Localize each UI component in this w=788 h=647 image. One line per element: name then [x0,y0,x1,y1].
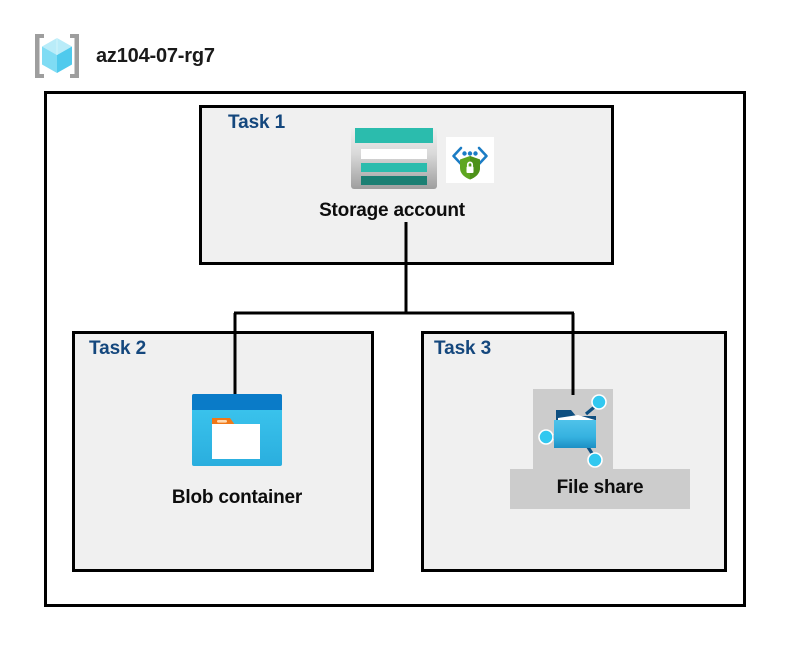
task-2-label: Task 2 [89,338,147,359]
storage-account-icon [351,125,437,189]
secure-endpoint-shield-icon [446,137,494,183]
task-1-label: Task 1 [228,112,286,133]
task-3-label: Task 3 [434,338,492,359]
file-share-label-highlight [510,469,690,509]
file-share-label: File share [556,477,644,498]
resource-group-header: az104-07-rg7 [30,28,330,84]
file-share-icon [538,394,607,468]
blob-container-label: Blob container [171,487,303,508]
storage-account-label: Storage account [319,200,465,221]
blob-container-icon [192,394,282,466]
resource-group-cube-icon [35,34,79,78]
resource-group-name: az104-07-rg7 [96,44,215,67]
